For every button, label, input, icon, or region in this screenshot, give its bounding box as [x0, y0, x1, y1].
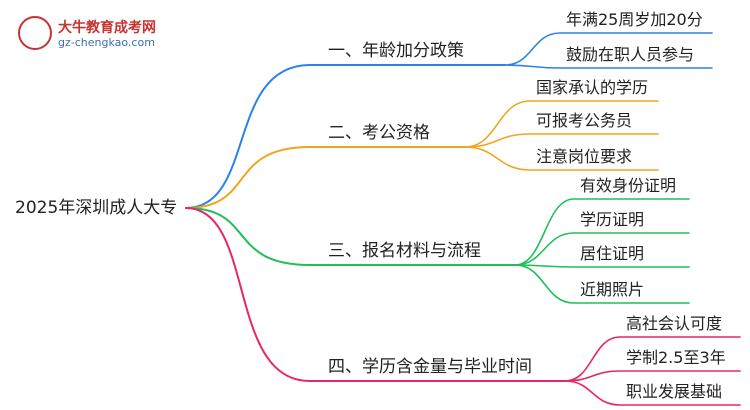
leaf-topic: 年满25周岁加20分: [566, 10, 703, 29]
leaf-topic: 有效身份证明: [580, 176, 677, 195]
leaf-topic: 可报考公务员: [536, 111, 633, 130]
leaf-connector: [504, 64, 713, 69]
leaf-connector: [464, 133, 659, 148]
branch-topic: 一、年龄加分政策: [328, 41, 464, 61]
leaf-connector: [464, 100, 659, 148]
leaf-connector: [504, 32, 713, 66]
root-topic: 2025年深圳成人大专: [15, 198, 178, 218]
leaf-topic: 高社会认可度: [626, 314, 723, 333]
leaf-topic: 国家承认的学历: [536, 78, 649, 97]
leaf-topic: 鼓励在职人员参与: [566, 45, 695, 64]
leaf-topic: 居住证明: [580, 244, 645, 263]
logo-url: gz-chengkao.com: [58, 36, 155, 49]
leaf-connector: [514, 264, 690, 304]
leaf-topic: 职业发展基础: [626, 382, 723, 401]
leaf-connector: [514, 264, 690, 268]
branch-connector: [185, 146, 311, 209]
logo-name: 大牛教育成考网: [58, 20, 156, 36]
branch-topic: 三、报名材料与流程: [328, 241, 481, 261]
leaf-topic: 注意岗位要求: [536, 147, 633, 166]
branch-connector: [185, 207, 311, 382]
leaf-connector: [514, 232, 690, 266]
leaf-connector: [514, 198, 690, 266]
leaf-connector: [564, 336, 741, 382]
leaf-topic: 学制2.5至3年: [626, 348, 726, 367]
leaf-connector: [464, 146, 659, 171]
branch-connector: [185, 64, 311, 209]
branch-topic: 四、学历含金量与毕业时间: [328, 357, 532, 377]
branch-connector: [185, 207, 311, 266]
leaf-connector: [564, 370, 741, 382]
leaf-topic: 近期照片: [580, 280, 645, 299]
logo-emblem-icon: [18, 16, 52, 50]
leaf-connector: [564, 380, 741, 406]
leaf-topic: 学历证明: [580, 210, 645, 229]
branch-topic: 二、考公资格: [328, 123, 430, 143]
site-logo[interactable]: 大牛教育成考网 gz-chengkao.com: [18, 14, 168, 54]
